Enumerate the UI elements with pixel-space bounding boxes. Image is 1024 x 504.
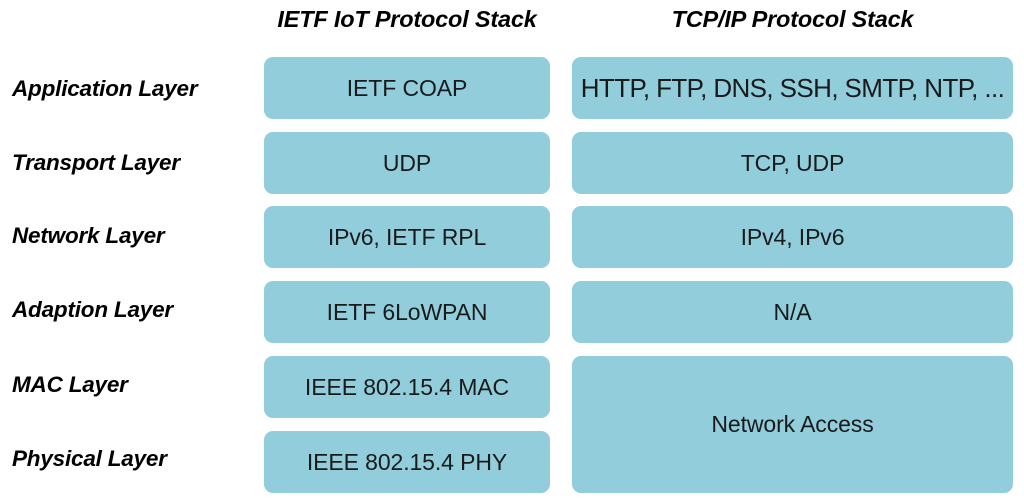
- box-tcpip-application: HTTP, FTP, DNS, SSH, SMTP, NTP, ...: [572, 57, 1013, 119]
- box-ietf-network: IPv6, IETF RPL: [264, 206, 550, 268]
- row-label-transport-layer: Transport Layer: [12, 150, 180, 175]
- box-ietf-application: IETF COAP: [264, 57, 550, 119]
- box-ietf-mac: IEEE 802.15.4 MAC: [264, 356, 550, 418]
- box-tcpip-adaption: N/A: [572, 281, 1013, 343]
- row-label-physical-layer: Physical Layer: [12, 446, 167, 471]
- column-header-ietf-iot: IETF IoT Protocol Stack: [277, 6, 537, 32]
- row-label-network-layer: Network Layer: [12, 223, 165, 248]
- box-ietf-physical: IEEE 802.15.4 PHY: [264, 431, 550, 493]
- row-label-application-layer: Application Layer: [12, 76, 198, 101]
- box-tcpip-network-access: Network Access: [572, 356, 1013, 493]
- row-label-mac-layer: MAC Layer: [12, 372, 128, 397]
- box-tcpip-transport: TCP, UDP: [572, 132, 1013, 194]
- row-label-adaption-layer: Adaption Layer: [12, 297, 173, 322]
- box-tcpip-network: IPv4, IPv6: [572, 206, 1013, 268]
- box-ietf-transport: UDP: [264, 132, 550, 194]
- box-ietf-adaption: IETF 6LoWPAN: [264, 281, 550, 343]
- column-header-tcp-ip: TCP/IP Protocol Stack: [671, 6, 914, 32]
